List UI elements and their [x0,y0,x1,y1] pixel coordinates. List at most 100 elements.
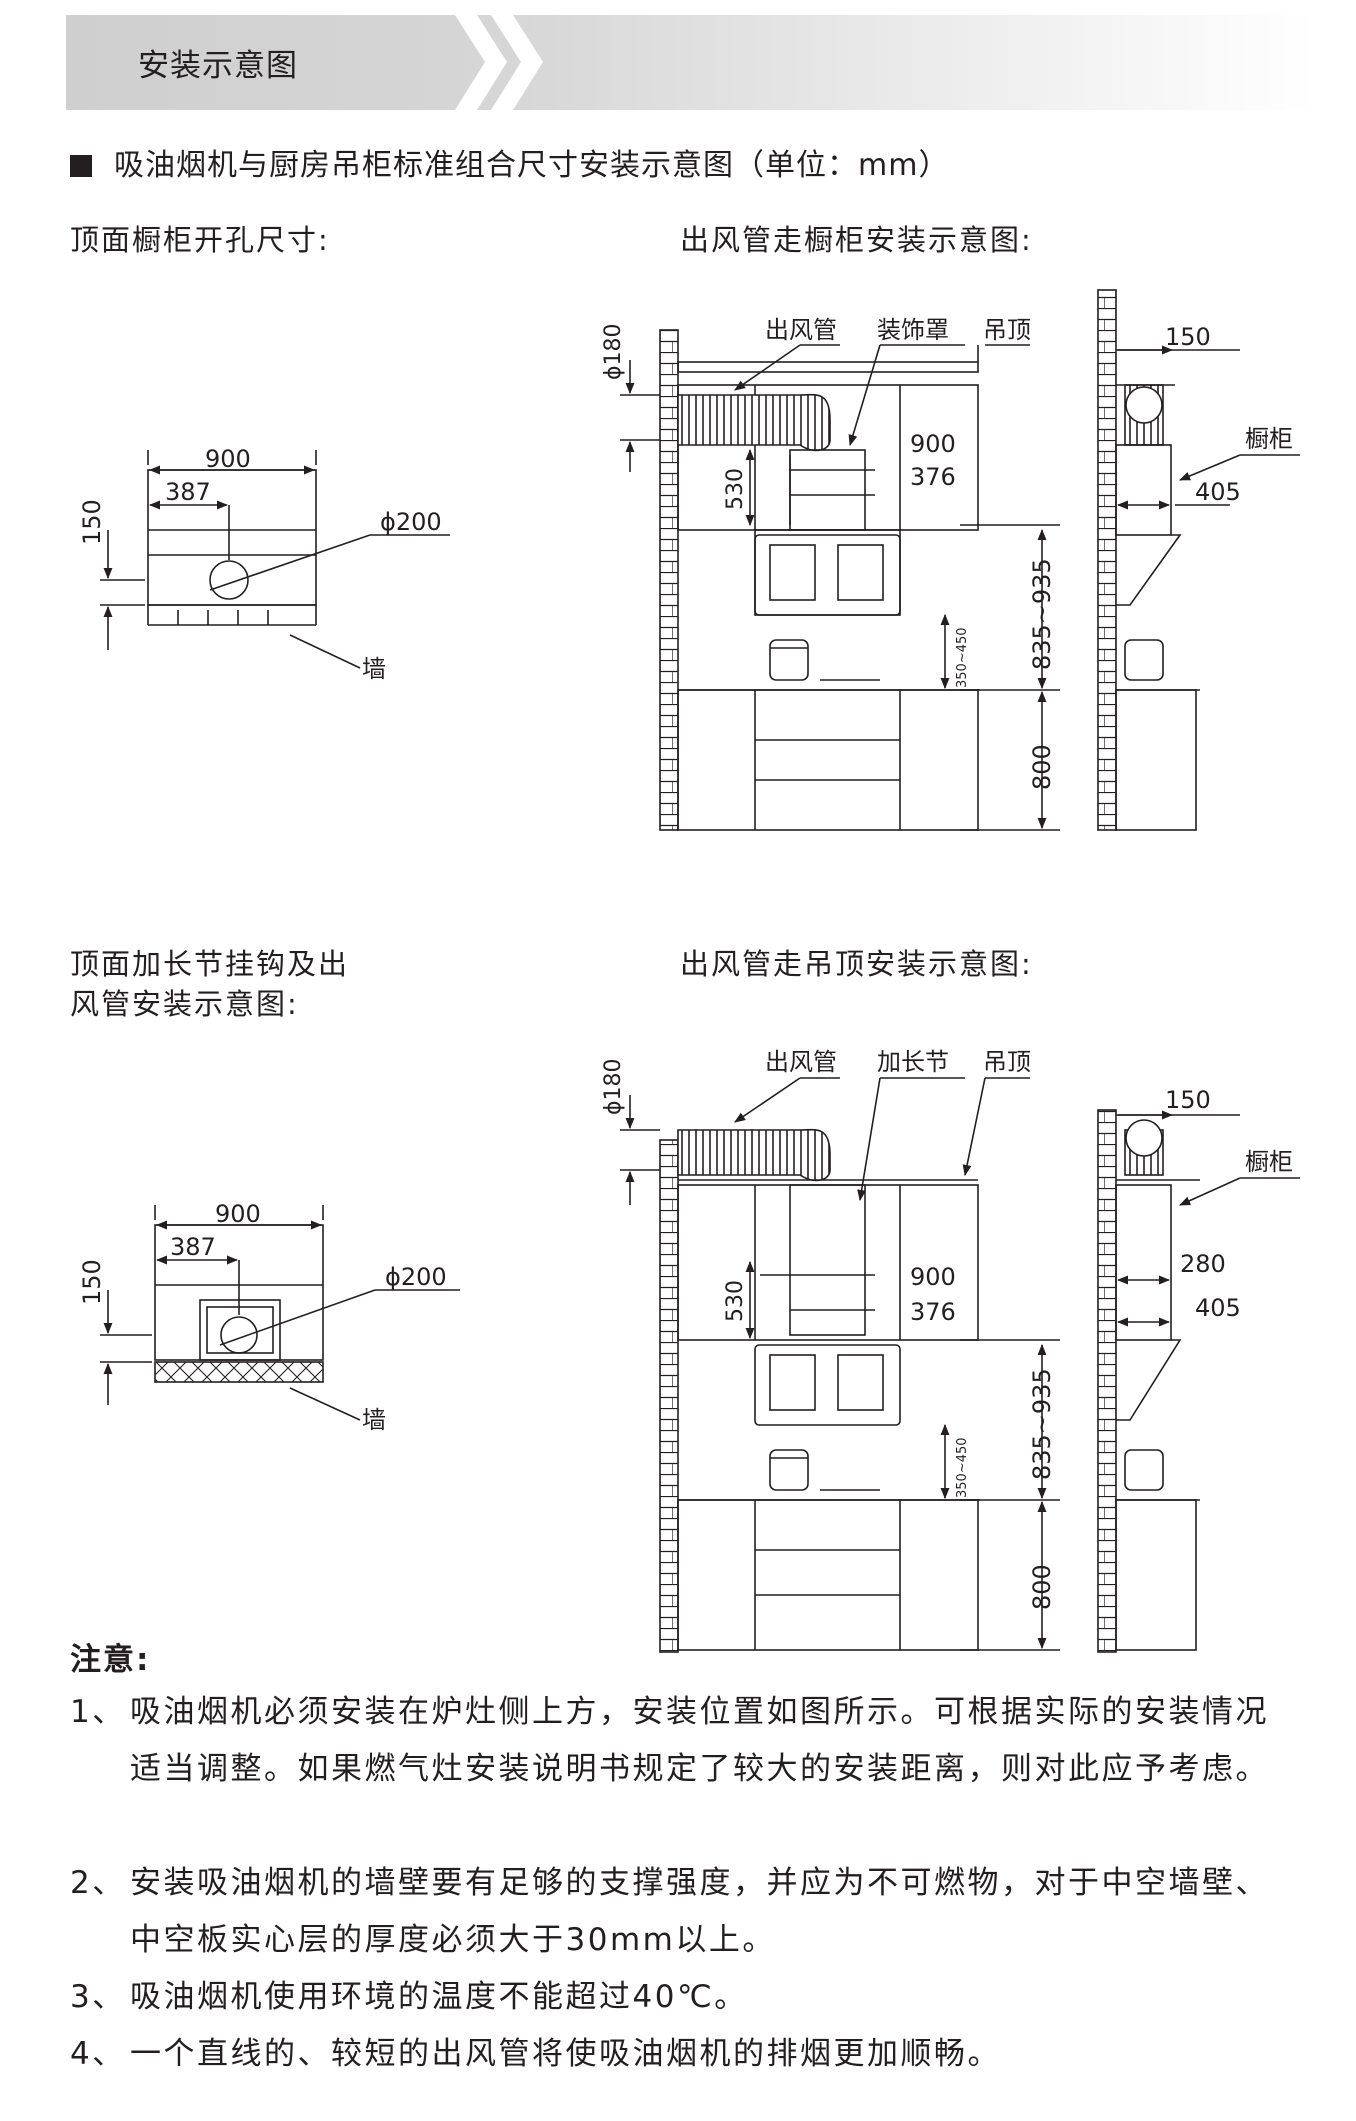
diagram-2-side-view [1097,289,1300,831]
base-cabinet [677,1499,979,1651]
d4-extension-label: 加长节 [877,1048,949,1076]
pot [769,1449,809,1491]
note-number: 3、 [70,1979,126,2015]
d4-cabinet-label: 橱柜 [1245,1148,1293,1176]
d2-cover-label: 装饰罩 [877,316,949,344]
base-cabinet [677,689,979,831]
hood-chimney [754,529,901,616]
exhaust-duct [677,1128,831,1182]
d2-half-label: 376 [910,463,956,491]
section-subtitle: 吸油烟机与厨房吊柜标准组合尺寸安装示意图（单位：mm） [70,140,949,184]
d2-counter-label: 800 [1028,744,1056,790]
d2-hood-height-label: 835~935 [1028,558,1056,670]
d4-side-depth-label: 150 [1165,1086,1211,1114]
d3-offset-label: 387 [170,1233,216,1261]
d1-width-label: 900 [205,445,251,473]
d2-width-label: 900 [910,430,956,458]
d2-pipe-dia-label: ϕ180 [601,323,626,380]
side-base [1115,1499,1197,1651]
pot-side [1124,1449,1164,1491]
d2-duct-label: 出风管 [765,316,837,344]
caption-top-left: 顶面橱柜开孔尺寸: [70,223,330,257]
hood-body [754,534,901,616]
d3-hole-label: ϕ200 [385,1263,447,1291]
extension-cover [789,1184,866,1336]
square-bullet-icon [70,155,92,177]
hood-body [754,1344,901,1426]
brick-wall [1097,289,1117,831]
d2-height-label: 530 [723,468,748,510]
hood-side [1116,1339,1182,1421]
d3-width-label: 900 [215,1200,261,1228]
side-cabinet [1115,1184,1172,1341]
filter-left [769,544,816,601]
filter-right [837,1354,884,1411]
caption-bottom-left-2: 风管安装示意图: [70,987,299,1021]
wall-hatch [154,1361,324,1383]
pot [769,639,809,681]
hole-circle [209,560,249,600]
d2-ceiling-label: 吊顶 [983,316,1031,344]
header-band [66,15,1316,110]
d4-ceiling-label: 吊顶 [983,1048,1031,1076]
exhaust-duct [677,393,831,452]
ceiling-panel [677,361,979,373]
decor-cover [789,449,866,531]
d4-side-405-label: 405 [1195,1294,1241,1322]
notes-title: 注意: [70,1642,151,1678]
brick-wall [659,329,679,831]
page-title: 安装示意图 [138,48,298,84]
caption-bottom-right: 出风管走吊顶安装示意图: [680,947,1033,981]
diagram-3-extension-top [100,1205,460,1421]
d4-counter-label: 800 [1028,1564,1056,1610]
note-item: 4、 一个直线的、较短的出风管将使吸油烟机的排烟更加顺畅。 [70,2026,1290,2083]
caption-top-right: 出风管走橱柜安装示意图: [680,223,1033,257]
d2-side-depth-label: 150 [1165,323,1211,351]
brick-wall [1097,1109,1117,1653]
note-text: 吸油烟机必须安装在炉灶侧上方，安装位置如图所示。可根据实际的安装情况适当调整。如… [130,1694,1269,1787]
filter-left [769,1354,816,1411]
pot-side [1124,639,1164,681]
d4-duct-label: 出风管 [765,1048,837,1076]
note-text: 吸油烟机使用环境的温度不能超过40℃。 [130,1979,748,2015]
d4-height-label: 530 [723,1280,748,1322]
d4-hood-height-label: 835~935 [1028,1368,1056,1480]
note-number: 2、 [70,1865,126,1901]
d4-half-label: 376 [910,1298,956,1326]
hole-circle [220,1316,258,1354]
hanger-frame [199,1299,281,1361]
hood-side [1116,534,1182,606]
side-base [1115,689,1197,831]
diagram-4-ceiling-front [620,1077,1060,1653]
subtitle-text: 吸油烟机与厨房吊柜标准组合尺寸安装示意图（单位：mm） [114,148,950,183]
d1-wall-label: 墙 [362,655,386,683]
duct-end-circle [1125,386,1163,424]
d2-cabinet-label: 橱柜 [1245,425,1293,453]
d4-width-label: 900 [910,1263,956,1291]
note-text: 安装吸油烟机的墙壁要有足够的支撑强度，并应为不可燃物，对于中空墙壁、中空板实心层… [130,1865,1269,1958]
d2-side-405-label: 405 [1195,478,1241,506]
brick-wall [659,1139,679,1653]
d4-side-280-label: 280 [1180,1250,1226,1278]
side-cabinet [1115,444,1172,536]
note-item: 1、 吸油烟机必须安装在炉灶侧上方，安装位置如图所示。可根据实际的安装情况适当调… [70,1684,1290,1798]
note-text: 一个直线的、较短的出风管将使吸油烟机的排烟更加顺畅。 [130,2036,1001,2072]
note-number: 1、 [70,1694,126,1730]
d3-wall-label: 墙 [362,1406,386,1434]
note-number: 4、 [70,2036,126,2072]
d3-depth-label: 150 [78,1259,106,1305]
d1-depth-label: 150 [78,499,106,545]
note-item: 3、 吸油烟机使用环境的温度不能超过40℃。 [70,1969,1290,2026]
note-item: 2、 安装吸油烟机的墙壁要有足够的支撑强度，并应为不可燃物，对于中空墙壁、中空板… [70,1855,1290,1969]
duct-end-circle [1125,1119,1163,1157]
filter-right [837,544,884,601]
d4-pot-gap-label: 350~450 [955,1437,970,1498]
diagram-1-cabinet-top [100,450,450,669]
diagram-2-cabinet-front [620,329,1060,831]
caption-bottom-left-1: 顶面加长节挂钩及出 [70,947,350,981]
diagram-4-side-view [1097,1109,1300,1653]
d1-hole-label: ϕ200 [380,508,442,536]
chevron-icon [455,15,543,110]
d4-pipe-dia-label: ϕ180 [601,1058,626,1115]
